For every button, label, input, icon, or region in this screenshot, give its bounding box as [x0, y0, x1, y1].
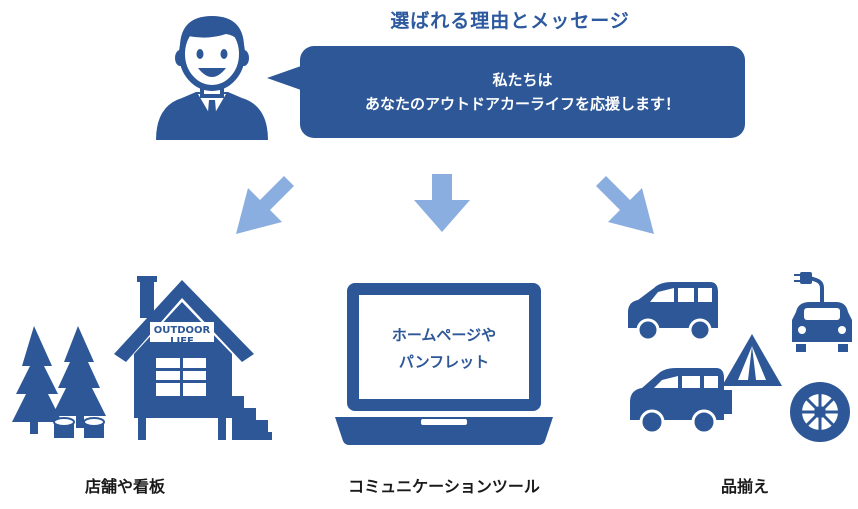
- category-label-product-lineup: 品揃え: [720, 477, 769, 496]
- speech-bubble: 私たちは あなたのアウトドアカーライフを応援します！: [300, 46, 745, 138]
- products-icon: [628, 272, 852, 442]
- laptop-icon: [335, 283, 553, 445]
- arrow-down-icon: [414, 174, 470, 232]
- screen-line-2: パンフレット: [398, 353, 490, 371]
- category-label-store-signage: 店舗や看板: [84, 477, 165, 496]
- category-label-communication-tools: コミュニケーションツール: [348, 477, 540, 496]
- arrow-down-right-icon: [596, 176, 654, 234]
- store-sign: OUTDOOR LIFE: [153, 325, 211, 347]
- arrow-down-left-icon: [236, 176, 294, 234]
- store-cabin-icon: [12, 276, 272, 440]
- speech-bubble-tail: [267, 66, 301, 90]
- businessman-icon: [156, 16, 268, 140]
- diagram-title: 選ばれる理由とメッセージ: [390, 10, 630, 32]
- message-line-1: 私たちは: [492, 71, 553, 89]
- laptop-screen-text: ホームページや パンフレット: [359, 322, 529, 376]
- screen-line-1: ホームページや: [391, 326, 497, 344]
- message-line-2: あなたのアウトドアカーライフを応援します！: [364, 95, 680, 113]
